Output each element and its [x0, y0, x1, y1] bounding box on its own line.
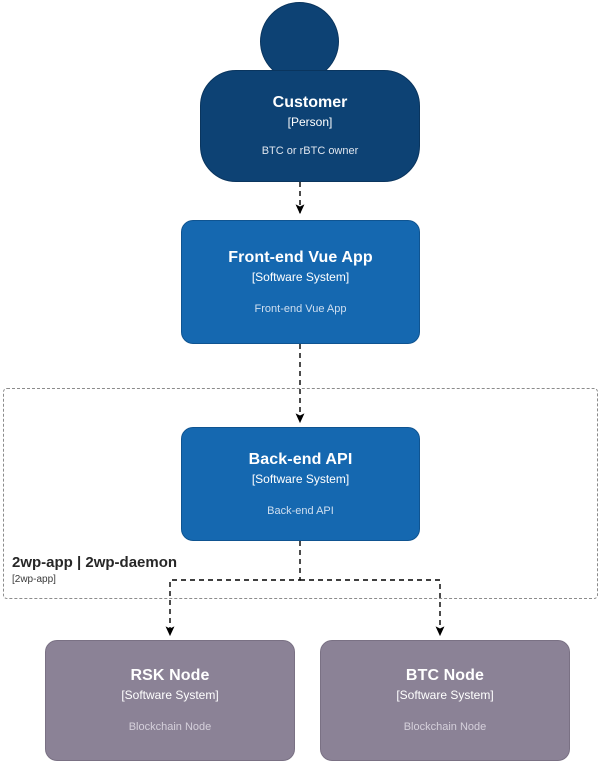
node-title: Customer — [272, 94, 348, 111]
node-frontend-vue-app[interactable]: Front-end Vue App [Software System] Fron… — [181, 220, 420, 344]
boundary-2wp-app — [3, 388, 598, 599]
node-type: [Software System] — [396, 688, 494, 702]
node-description: Blockchain Node — [128, 721, 212, 733]
node-title: Back-end API — [248, 450, 353, 468]
person-head-icon — [260, 2, 339, 81]
node-type: [Software System] — [251, 471, 350, 486]
node-title: Front-end Vue App — [228, 248, 373, 266]
boundary-label: 2wp-app | 2wp-daemon [2wp-app] — [12, 554, 312, 586]
node-title: BTC Node — [405, 667, 485, 684]
node-type: [Software System] — [121, 688, 219, 702]
node-rsk-node[interactable]: RSK Node [Software System] Blockchain No… — [45, 640, 295, 761]
node-description: Back-end API — [267, 504, 334, 517]
node-description: Blockchain Node — [403, 721, 487, 733]
node-description: Front-end Vue App — [254, 302, 347, 315]
boundary-type: [2wp-app] — [12, 574, 56, 585]
boundary-title: 2wp-app | 2wp-daemon — [12, 554, 178, 571]
node-description: BTC or rBTC owner — [261, 145, 359, 157]
node-customer[interactable]: Customer [Person] BTC or rBTC owner — [200, 2, 420, 182]
node-btc-node[interactable]: BTC Node [Software System] Blockchain No… — [320, 640, 570, 761]
node-type: [Software System] — [251, 269, 350, 284]
node-title: RSK Node — [130, 667, 210, 684]
node-type: [Person] — [287, 115, 333, 129]
node-backend-api[interactable]: Back-end API [Software System] Back-end … — [181, 427, 420, 541]
person-body: Customer [Person] BTC or rBTC owner — [200, 70, 420, 182]
